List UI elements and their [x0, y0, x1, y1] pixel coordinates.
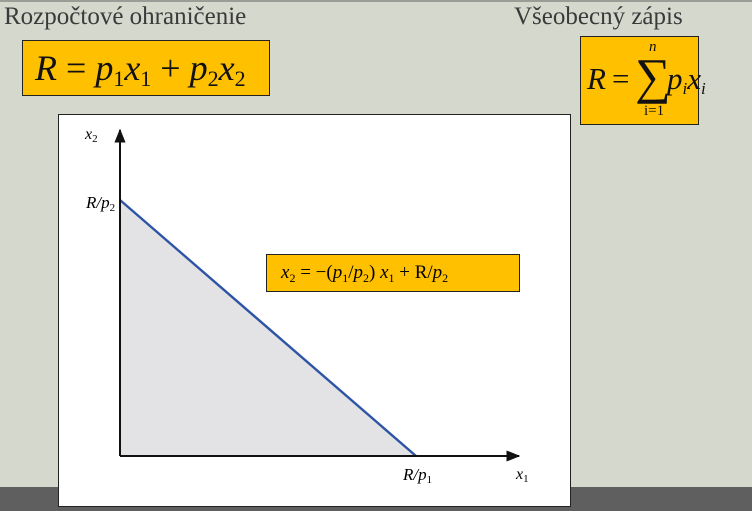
sum-upper-limit: n	[649, 39, 657, 55]
formula-p2: p	[189, 48, 208, 88]
formula-p1-sub: 1	[113, 66, 125, 91]
general-formula-R: R	[587, 61, 606, 96]
line-equation-box: x2 = −(p1/p2) x1 + R/p2	[266, 254, 520, 292]
y-intercept-label: R/p2	[86, 193, 116, 214]
formula-x1: x	[124, 48, 141, 88]
budget-line	[119, 199, 417, 457]
general-formula-equals: =	[612, 61, 630, 96]
sigma-symbol: ∑	[635, 48, 671, 104]
x-axis-label: x1	[516, 466, 529, 485]
term-x: x	[687, 61, 701, 96]
formula-p2-sub: 2	[207, 66, 219, 91]
general-formula-box: R = n ∑ i=1 pixi	[580, 36, 706, 125]
sum-lower-limit: i=1	[644, 103, 665, 119]
formula-x2-sub: 2	[234, 66, 246, 91]
heading-budget-constraint: Rozpočtové ohraničenie	[4, 3, 247, 30]
formula-R: R	[35, 48, 57, 88]
formula-plus: +	[160, 48, 181, 88]
term-p: p	[667, 61, 683, 96]
heading-general-notation: Všeobecný zápis	[514, 3, 683, 30]
term-x-sub: i	[701, 79, 706, 98]
formula-x1-sub: 1	[140, 66, 152, 91]
formula-x2: x	[218, 48, 235, 88]
x-intercept-label: R/p1	[403, 465, 433, 486]
general-formula-term: pixi	[667, 61, 706, 99]
budget-formula-box: R = p1x1 + p2x2	[22, 40, 270, 96]
formula-equals: =	[66, 48, 87, 88]
y-axis-label: x2	[85, 126, 98, 145]
term-p-sub: i	[682, 79, 688, 98]
budget-formula: R = p1x1 + p2x2	[35, 47, 246, 100]
top-rule	[0, 0, 752, 2]
formula-p1: p	[95, 48, 114, 88]
